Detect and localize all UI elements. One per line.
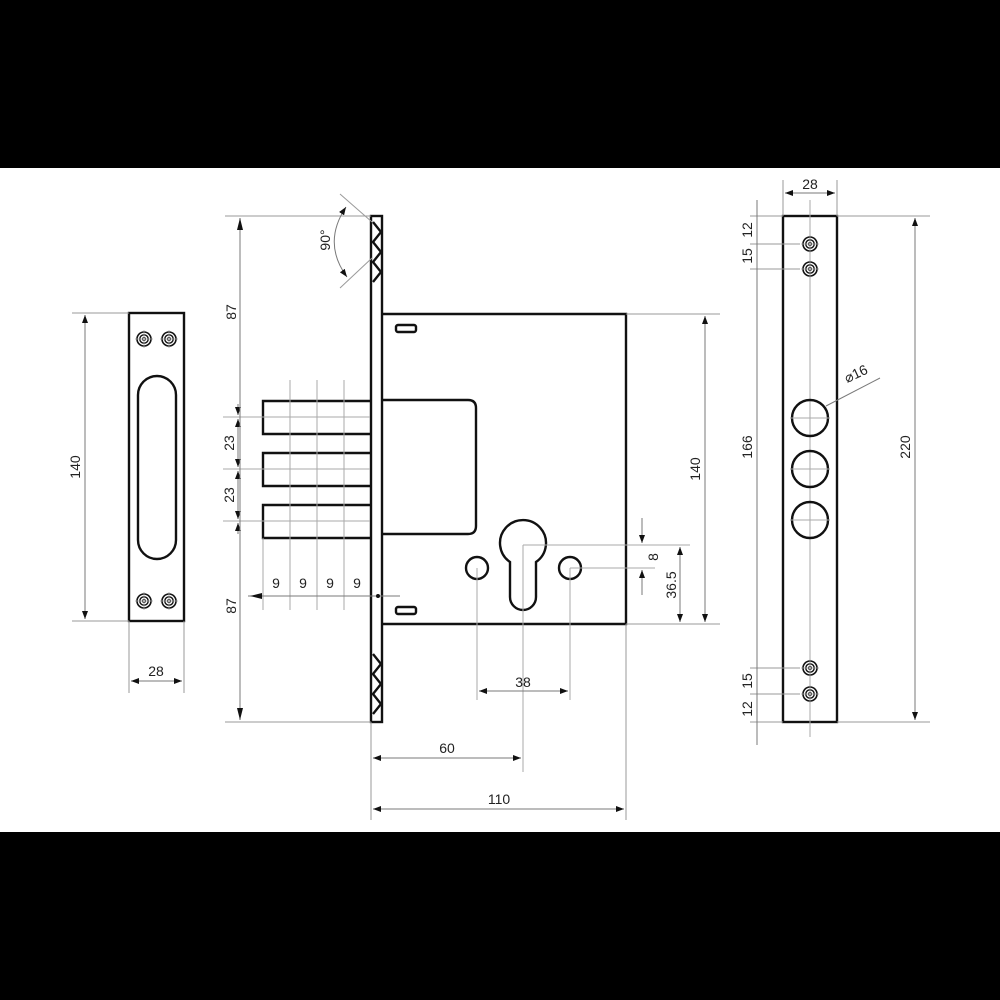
- top-screw-spacing-label: 15: [739, 248, 755, 264]
- screw-spacing-label: 38: [515, 674, 531, 690]
- hole-span-label: 166: [739, 435, 755, 459]
- bottom-offset-label: 87: [223, 598, 239, 614]
- lock-faceplate: [369, 214, 384, 724]
- body-width-label: 110: [488, 791, 511, 807]
- faceplate-top-bevel: [371, 221, 383, 283]
- bottom-black-band: [0, 832, 1000, 1000]
- screw-icon: [800, 259, 820, 279]
- technical-drawing: 140 28 9 9 9 9: [67, 176, 930, 820]
- lock-case: [382, 312, 628, 626]
- bolt-spacing-label-1: 23: [221, 435, 237, 451]
- screw-icon: [134, 591, 154, 611]
- bolt-carrier: [382, 398, 478, 536]
- screw-icon: [134, 329, 154, 349]
- body-height-label: 140: [687, 457, 703, 481]
- bottom-screw-offset-label: 12: [739, 701, 755, 717]
- bolt-step-label-3: 9: [326, 575, 334, 591]
- strike-height-label: 140: [67, 455, 83, 479]
- bolt-spacing-label-2: 23: [221, 487, 237, 503]
- hole-diameter-label: ⌀16: [842, 361, 871, 386]
- bolt-step-label-1: 9: [272, 575, 280, 591]
- screw-icon: [800, 658, 820, 678]
- bolt-step-label-2: 9: [299, 575, 307, 591]
- bolt-step-label-4: 9: [353, 575, 361, 591]
- strike-plate-outline: [127, 311, 186, 623]
- mount-slot-bottom: [394, 605, 418, 616]
- top-black-band: [0, 0, 1000, 168]
- cylinder-offset-label: 8: [645, 553, 661, 561]
- faceplate-width-label: 28: [802, 176, 818, 192]
- drawing-sheet: 140 28 9 9 9 9: [0, 168, 1000, 832]
- angle-label: 90°: [317, 229, 333, 250]
- top-screw-offset-label: 12: [739, 222, 755, 238]
- strike-slot: [136, 374, 178, 561]
- front-faceplate: ⌀16 28 12 15 166 15 12 220: [739, 176, 930, 745]
- strike-width-label: 28: [148, 663, 164, 679]
- total-height-label: 220: [897, 435, 913, 459]
- cylinder-height-label: 36.5: [663, 571, 679, 598]
- screw-icon: [159, 591, 179, 611]
- euro-cylinder-hole: [498, 518, 548, 612]
- lock-body: 9 9 9 9 23 23 87 87 90°: [221, 193, 720, 820]
- screw-icon: [159, 329, 179, 349]
- screw-icon: [800, 234, 820, 254]
- screw-icon: [800, 684, 820, 704]
- bottom-screw-spacing-label: 15: [739, 673, 755, 689]
- backset-label: 60: [439, 740, 455, 756]
- faceplate-bottom-bevel: [371, 653, 383, 715]
- mount-slot-top: [394, 323, 418, 334]
- strike-plate: 140 28: [67, 311, 186, 693]
- top-offset-label: 87: [223, 304, 239, 320]
